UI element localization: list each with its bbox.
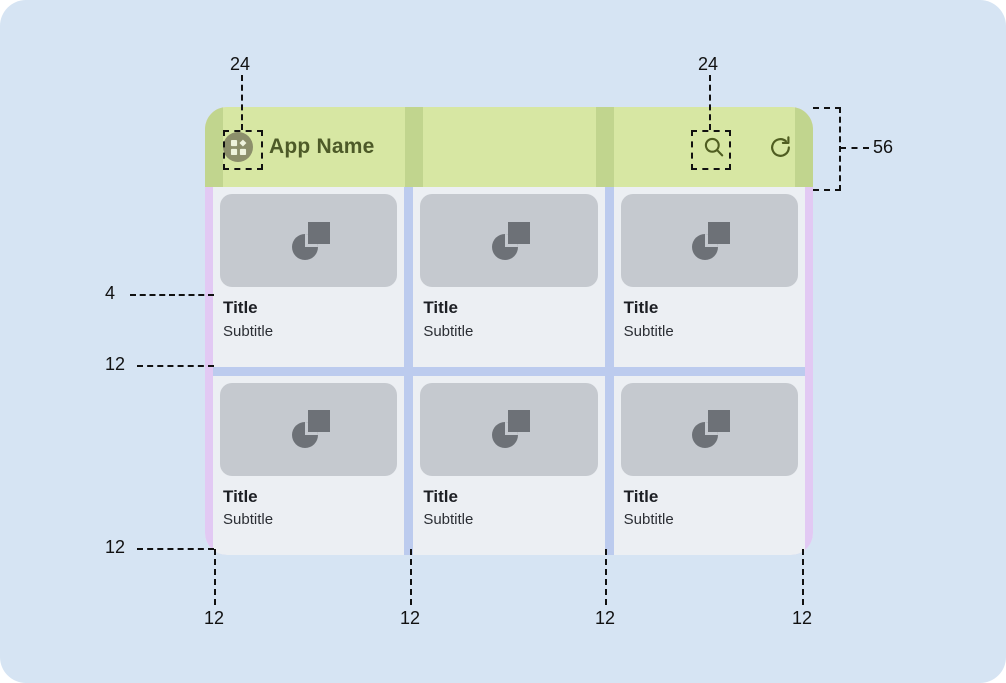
leader-gutter-right xyxy=(802,549,804,605)
image-placeholder-icon xyxy=(491,410,530,448)
card-title: Title xyxy=(223,298,258,317)
card-media xyxy=(220,194,398,287)
leader-gutter-mid-1 xyxy=(410,549,412,605)
card-media xyxy=(420,194,598,287)
card-media xyxy=(220,382,398,476)
annotation-search-inset: 24 xyxy=(698,54,719,74)
card-subtitle: Subtitle xyxy=(423,511,474,529)
search-glyph xyxy=(704,137,724,157)
device-frame: Title Subtitle Title Subtitle xyxy=(205,107,813,555)
card-item[interactable]: Title Subtitle xyxy=(613,187,805,367)
image-placeholder-icon xyxy=(491,221,530,260)
card-title: Title xyxy=(423,298,458,317)
leader-menu-inset xyxy=(241,75,243,130)
grid-avatar-icon[interactable] xyxy=(223,132,253,162)
app-title: App Name xyxy=(269,135,375,158)
grid-avatar-glyph xyxy=(230,139,246,155)
annotation-row-gap: 12 xyxy=(105,354,126,374)
appbar-gutter-band xyxy=(596,107,614,187)
leader-row-gap xyxy=(137,365,214,367)
card-text: Title Subtitle xyxy=(614,287,805,340)
image-placeholder-icon xyxy=(291,221,330,260)
card-subtitle: Subtitle xyxy=(623,322,674,340)
search-icon[interactable] xyxy=(699,132,729,162)
card-media xyxy=(620,382,798,476)
card-subtitle: Subtitle xyxy=(623,511,674,529)
annotation-gutter-mid-2: 12 xyxy=(595,608,616,628)
leader-appbar-height xyxy=(840,147,869,149)
annotation-bottom-padding: 12 xyxy=(105,537,126,557)
card-text: Title Subtitle xyxy=(213,476,404,529)
card-text: Title Subtitle xyxy=(614,476,805,529)
card-item[interactable]: Title Subtitle xyxy=(213,187,405,367)
annotation-appbar-height: 56 xyxy=(873,137,894,157)
appbar-gutter-band xyxy=(405,107,423,187)
leader-gutter-left xyxy=(214,549,216,605)
annotation-gutter-left: 12 xyxy=(204,608,225,628)
card-grid: Title Subtitle Title Subtitle xyxy=(205,187,813,555)
card-subtitle: Subtitle xyxy=(223,511,274,529)
card-title: Title xyxy=(623,298,659,317)
card-subtitle: Subtitle xyxy=(423,322,474,340)
card-subtitle: Subtitle xyxy=(223,322,274,340)
card-title: Title xyxy=(223,486,258,506)
annotation-title-gap: 4 xyxy=(105,283,116,303)
card-item[interactable]: Title Subtitle xyxy=(213,375,405,555)
card-text: Title Subtitle xyxy=(413,476,604,529)
leader-search-inset xyxy=(709,75,711,130)
card-media xyxy=(420,382,598,476)
annotation-menu-inset: 24 xyxy=(230,54,251,74)
card-grid-cards: Title Subtitle Title Subtitle xyxy=(213,187,805,555)
appbar-gutter-band xyxy=(205,107,223,187)
image-placeholder-icon xyxy=(692,410,731,448)
card-title: Title xyxy=(623,486,659,506)
card-title: Title xyxy=(423,486,458,506)
annotation-gutter-right: 12 xyxy=(792,608,813,628)
annotation-gutter-mid-1: 12 xyxy=(400,608,421,628)
app-bar: App Name xyxy=(205,107,813,187)
card-media xyxy=(620,194,798,287)
image-placeholder-icon xyxy=(291,410,330,448)
refresh-glyph xyxy=(770,135,790,157)
card-item[interactable]: Title Subtitle xyxy=(613,375,805,555)
leader-gutter-mid-2 xyxy=(605,549,607,605)
image-placeholder-icon xyxy=(692,221,731,260)
refresh-icon[interactable] xyxy=(765,132,795,162)
card-item[interactable]: Title Subtitle xyxy=(413,187,605,367)
card-item[interactable]: Title Subtitle xyxy=(413,375,605,555)
card-text: Title Subtitle xyxy=(213,287,404,340)
appbar-gutter-band xyxy=(795,107,813,187)
leader-bottom-padding xyxy=(137,548,214,550)
card-text: Title Subtitle xyxy=(413,287,604,340)
appbar-height-bracket xyxy=(813,107,841,191)
leader-title-gap xyxy=(130,294,214,296)
